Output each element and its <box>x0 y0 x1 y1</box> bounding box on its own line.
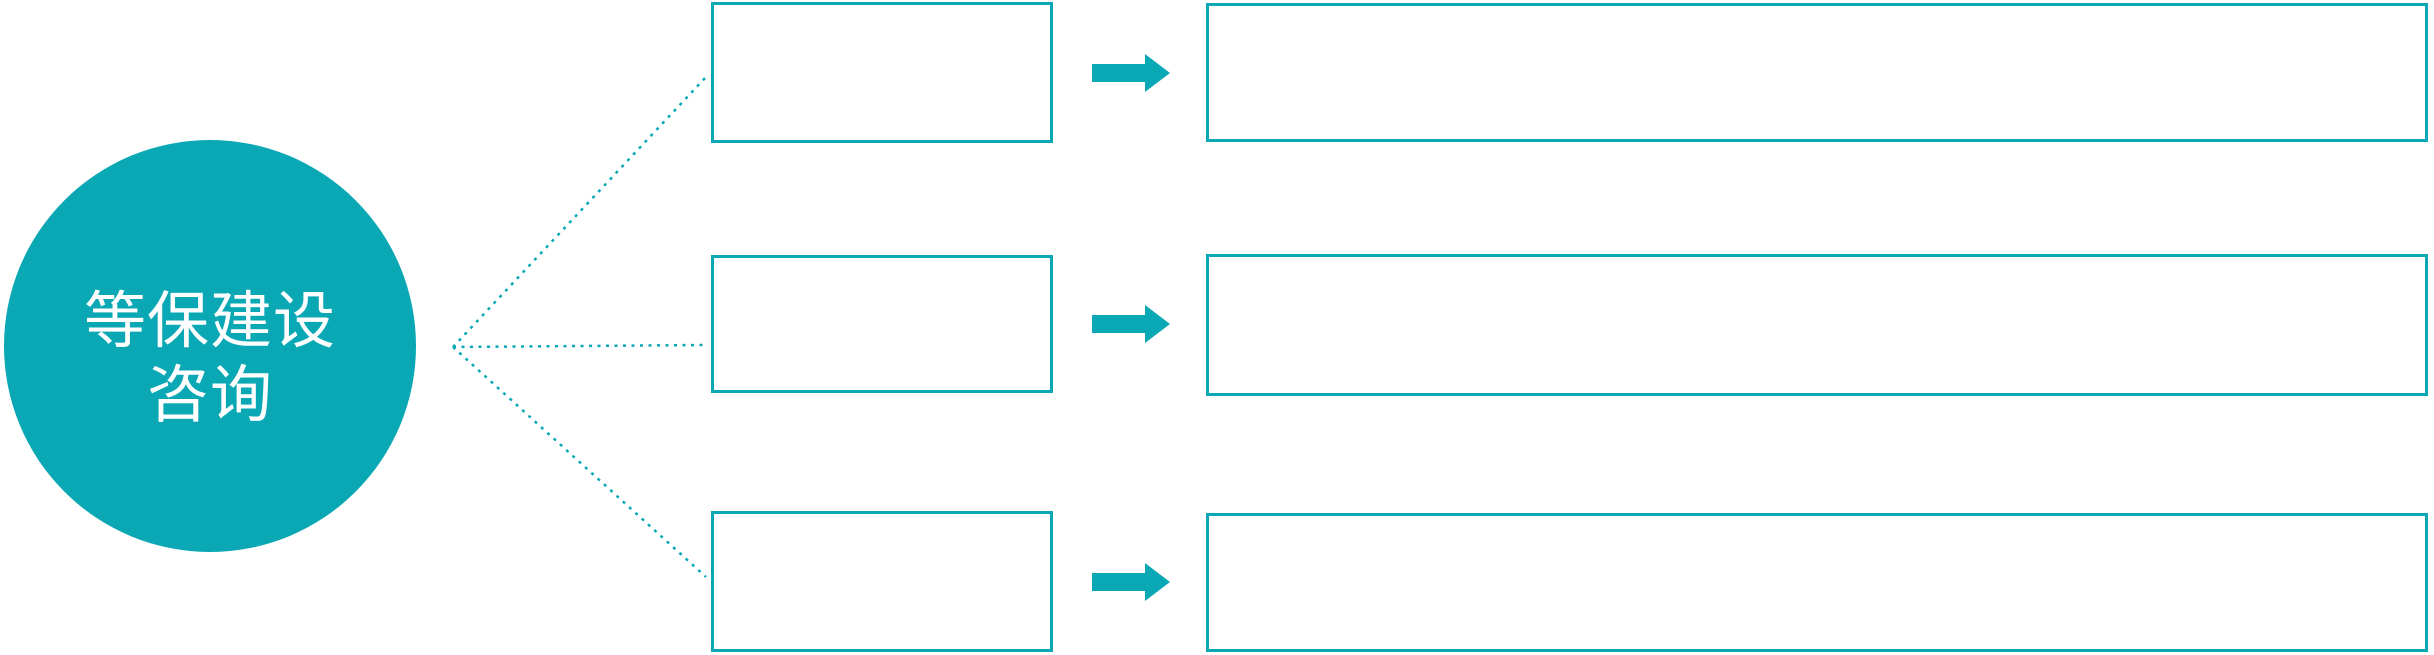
dotted-line-bottom <box>452 346 707 578</box>
detail-box-2 <box>1206 254 2428 396</box>
hub-label-line2: 咨询 <box>146 358 273 431</box>
hub-label-line1: 等保建设 <box>83 284 336 357</box>
step-box-2 <box>711 255 1053 393</box>
hub-circle: 等保建设 咨询 <box>4 140 416 552</box>
detail-box-1 <box>1206 3 2428 142</box>
arrow-right-icon <box>1092 54 1170 92</box>
dotted-line-top <box>452 76 707 348</box>
step-box-1 <box>711 2 1053 143</box>
step-box-3 <box>711 511 1053 652</box>
detail-box-3 <box>1206 513 2428 652</box>
dotted-line-middle <box>452 343 707 349</box>
hub-label: 等保建设 咨询 <box>84 284 336 432</box>
arrow-right-icon <box>1092 305 1170 343</box>
arrow-right-icon <box>1092 563 1170 601</box>
